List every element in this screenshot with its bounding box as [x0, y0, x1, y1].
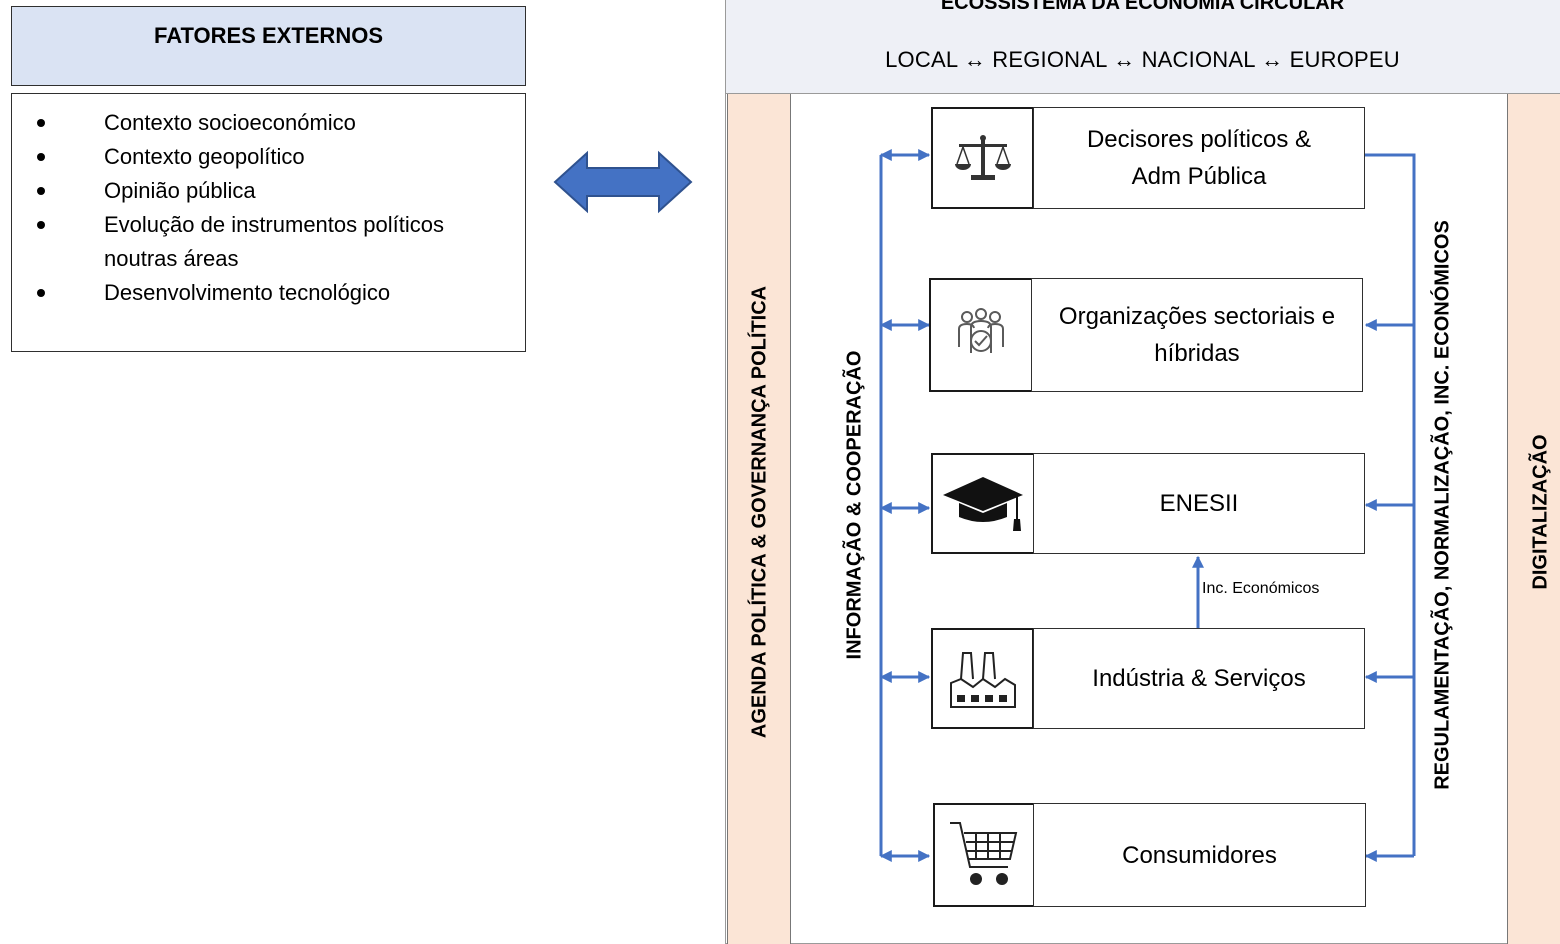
actor-label: Decisores políticos & Adm Pública [1086, 126, 1312, 190]
policy-agenda-band [727, 94, 791, 944]
actor-organizacoes: Organizações sectoriais e híbridas [1031, 278, 1363, 392]
external-factors-header: FATORES EXTERNOS [11, 6, 526, 86]
actor-industria: Indústria & Serviços [1033, 628, 1365, 729]
ecosystem-title: ECOSSISTEMA DA ECONOMIA CIRCULAR [940, 0, 1345, 14]
scales-icon [954, 135, 1011, 180]
actor-label: ENESII [1159, 490, 1239, 517]
list-item: Desenvolvimento tecnológico [12, 276, 525, 310]
actor-label: Organizações sectoriais e híbridas [1058, 303, 1336, 367]
digitalization-band [1507, 94, 1560, 944]
actor-icon-box [931, 628, 1034, 729]
external-factors-list: Contexto socioeconómico Contexto geopolí… [11, 93, 526, 352]
double-arrow-icon [553, 150, 693, 214]
actor-icon-box [931, 453, 1035, 554]
shopping-cart-icon [950, 822, 1018, 885]
regulation-bus-line [1365, 153, 1416, 856]
incentive-label: Inc. Económicos [1202, 580, 1320, 597]
ecosystem-header [725, 0, 1560, 94]
actor-label: Consumidores [1122, 841, 1277, 869]
external-factors-title: FATORES EXTERNOS [153, 23, 383, 48]
list-item: Evolução de instrumentos políticos noutr… [12, 208, 525, 276]
graduation-cap-icon [943, 476, 1023, 531]
actor-icon-box [933, 803, 1035, 907]
list-item: Contexto geopolítico [12, 140, 525, 174]
list-item: Contexto socioeconómico [12, 106, 525, 140]
list-item: Opinião pública [12, 174, 525, 208]
people-group-icon [958, 308, 1004, 353]
actor-decisores: Decisores políticos & Adm Pública [1033, 107, 1365, 209]
actor-consumidores: Consumidores [1033, 803, 1366, 907]
factory-icon [949, 651, 1016, 708]
ecosystem-scope: LOCAL ↔ REGIONAL ↔ NACIONAL ↔ EUROPEU [885, 47, 1400, 72]
actor-icon-box [929, 278, 1033, 392]
actor-label: Indústria & Serviços [1092, 665, 1306, 692]
actor-icon-box [931, 107, 1034, 209]
actor-enesii: ENESII [1033, 453, 1365, 554]
